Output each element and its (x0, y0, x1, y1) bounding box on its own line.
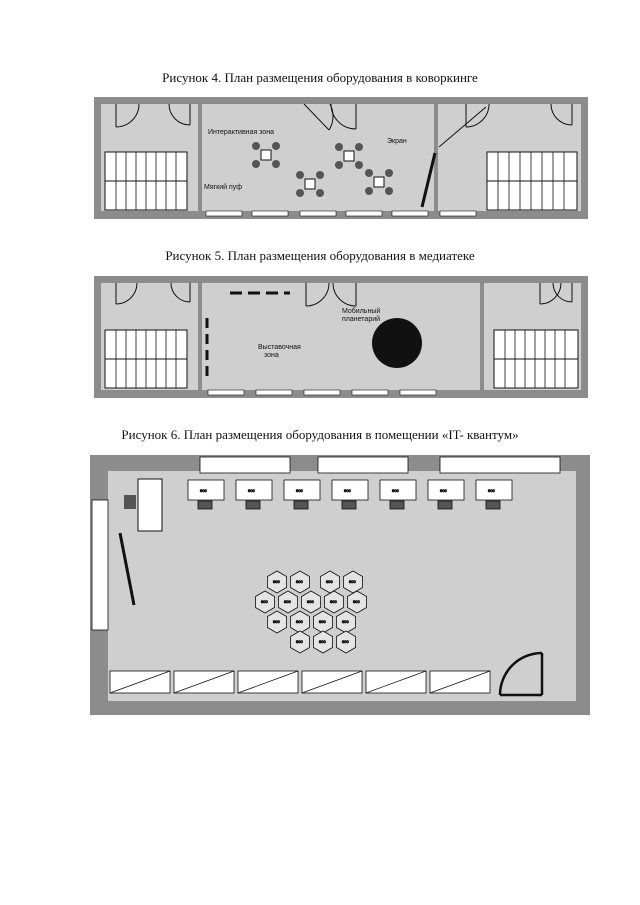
exhibition-zone-label-line2: зона (264, 352, 279, 359)
chair (197, 500, 213, 510)
chair (485, 500, 501, 510)
media-library-floor-plan: Мобильный планетарий Выставочная зона (94, 276, 588, 398)
mobile-planetarium (372, 318, 422, 368)
hex-table (267, 610, 287, 634)
planetarium-label-line1: Мобильный (342, 307, 380, 315)
desk-size-label: 900 (248, 488, 255, 493)
hex-table (278, 590, 298, 614)
right-staircase (493, 329, 579, 389)
hex-table (290, 570, 310, 594)
computer-desk (283, 479, 321, 501)
desk-size-label: 900 (344, 488, 351, 493)
chair (389, 500, 405, 510)
hex-size-label: 800 (326, 579, 333, 584)
hex-size-label: 800 (330, 599, 337, 604)
whiteboard (118, 532, 136, 606)
interactive-zone-label: Интерактивная зона (208, 129, 274, 136)
screen-label: Экран (387, 138, 407, 145)
computer-desk (187, 479, 225, 501)
hex-size-label: 800 (319, 619, 326, 624)
table-group (365, 169, 393, 195)
hex-size-label: 800 (296, 579, 303, 584)
hex-size-label: 800 (273, 619, 280, 624)
computer-desk (235, 479, 273, 501)
figure-4-caption: Рисунок 4. План размещения оборудования … (162, 70, 478, 85)
desk-size-label: 900 (488, 488, 495, 493)
chair (341, 500, 357, 510)
hex-size-label: 800 (296, 639, 303, 644)
figure-6-caption: Рисунок 6. План размещения оборудования … (121, 427, 519, 442)
hex-size-label: 800 (261, 599, 268, 604)
planetarium-label-line2: планетарий (342, 315, 380, 323)
hex-table (324, 590, 344, 614)
soft-pouf-label: Мягкий пуф (204, 183, 242, 191)
hex-size-label: 800 (353, 599, 360, 604)
hex-size-label: 800 (349, 579, 356, 584)
computer-desk (427, 479, 465, 501)
hex-size-label: 800 (284, 599, 291, 604)
door (498, 651, 544, 697)
hex-size-label: 800 (342, 619, 349, 624)
hex-size-label: 800 (319, 639, 326, 644)
hex-size-label: 800 (296, 619, 303, 624)
table-group (252, 142, 280, 168)
exhibition-zone-label-line1: Выставочная (258, 344, 301, 351)
desk-size-label: 900 (440, 488, 447, 493)
chair (293, 500, 309, 510)
left-staircase (104, 329, 188, 389)
right-staircase (486, 151, 578, 211)
hex-table (255, 590, 275, 614)
computer-desk (379, 479, 417, 501)
hex-table (336, 630, 356, 654)
it-quantum-floor-plan: 900 900 900 900 900 900 900 800 800 800 800 800 800… (90, 455, 590, 715)
hex-size-label: 800 (342, 639, 349, 644)
computer-desk (475, 479, 513, 501)
screen (420, 152, 437, 208)
left-staircase (104, 151, 188, 211)
table-group (335, 143, 363, 169)
hex-size-label: 800 (273, 579, 280, 584)
hex-table (313, 630, 333, 654)
hex-table (301, 590, 321, 614)
chair (437, 500, 453, 510)
desk-size-label: 900 (392, 488, 399, 493)
hex-table (267, 570, 287, 594)
coworking-floor-plan: Интерактивная зона Мягкий пуф Экран (94, 97, 588, 219)
desk-size-label: 900 (200, 488, 207, 493)
hex-table (347, 590, 367, 614)
desk-size-label: 900 (296, 488, 303, 493)
chair (245, 500, 261, 510)
computer-desk (331, 479, 369, 501)
table-group (296, 171, 324, 197)
hex-size-label: 800 (307, 599, 314, 604)
hex-table (290, 630, 310, 654)
figure-5-caption: Рисунок 5. План размещения оборудования … (165, 248, 475, 263)
